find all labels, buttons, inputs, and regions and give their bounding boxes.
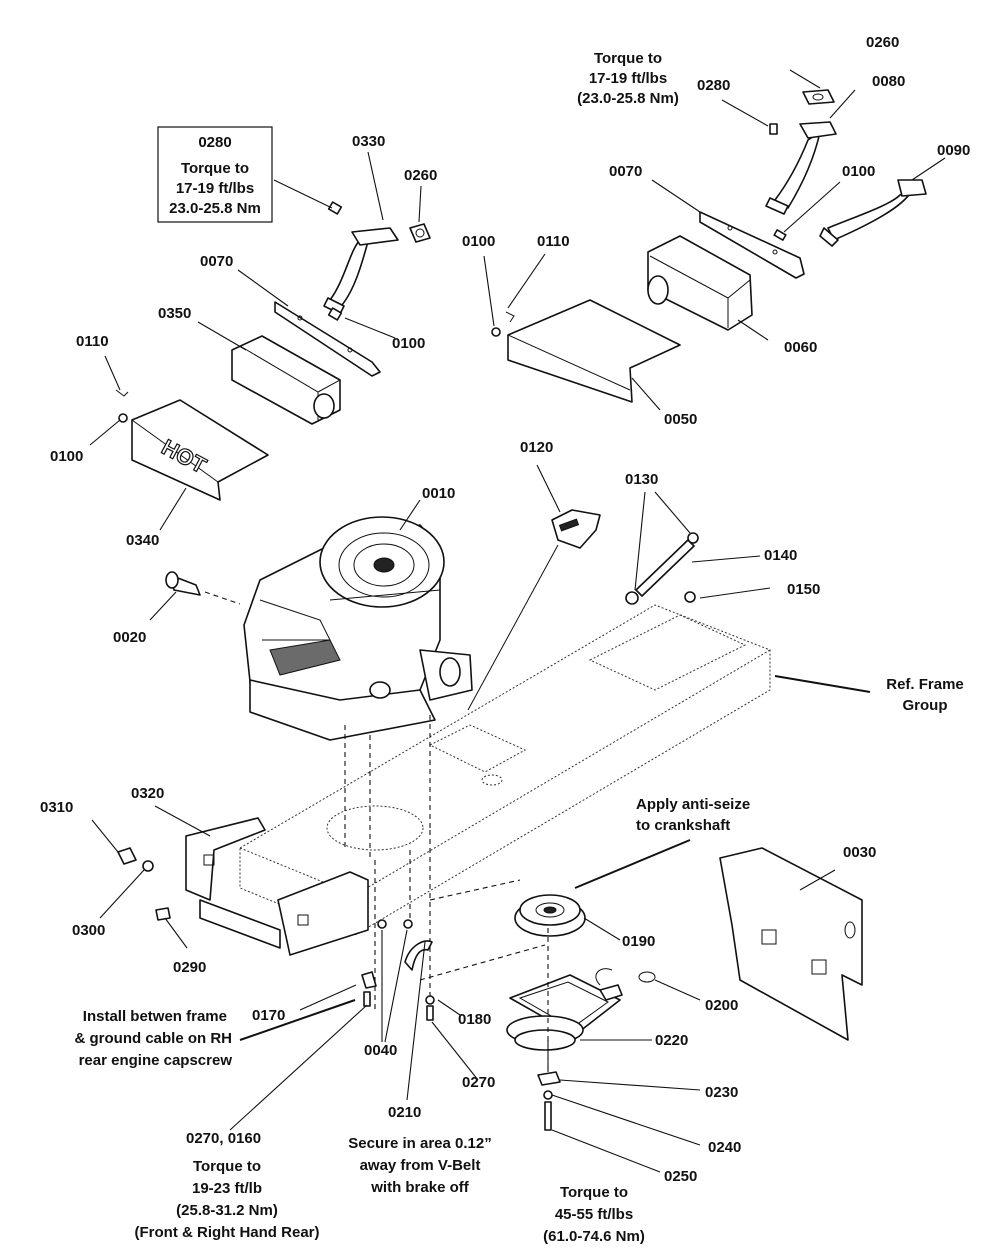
left-heat-shield: HOT xyxy=(131,399,269,501)
right-bracket xyxy=(699,211,805,279)
secure-belt-line-2: away from V-Belt xyxy=(360,1157,481,1174)
right-gasket-0260 xyxy=(802,89,835,105)
part-label-0100-right-a: 0100 xyxy=(842,163,875,180)
torque-engine-line-2: 19-23 ft/lb xyxy=(192,1180,262,1197)
engine xyxy=(243,516,473,741)
torque-note-box: 0280 Torque to 17-19 ft/lbs 23.0-25.8 Nm xyxy=(157,126,273,223)
part-label-0320: 0320 xyxy=(131,785,164,802)
annotation-notes: Torque to 17-19 ft/lbs (23.0-25.8 Nm) Re… xyxy=(75,50,964,1245)
torque-engine-line-3: (25.8-31.2 Nm) xyxy=(176,1202,278,1219)
left-bracket xyxy=(274,301,381,377)
part-label-0170: 0170 xyxy=(252,1007,285,1024)
part-label-0110-right: 0110 xyxy=(537,233,570,250)
oil-filter xyxy=(165,571,201,596)
clutch-dashes xyxy=(419,879,549,1075)
secure-belt-line-1: Secure in area 0.12” xyxy=(348,1135,491,1152)
dipstick-tube xyxy=(467,509,601,711)
part-label-0150: 0150 xyxy=(787,581,820,598)
torque-top-line-2: 17-19 ft/lbs xyxy=(589,70,667,87)
part-label-0260-top: 0260 xyxy=(866,34,899,51)
part-label-0090: 0090 xyxy=(937,142,970,159)
clutch xyxy=(506,968,623,1051)
part-label-0010: 0010 xyxy=(422,485,455,502)
lower-left-fasteners xyxy=(117,847,171,921)
part-label-0350: 0350 xyxy=(158,305,191,322)
part-label-0100-left-a: 0100 xyxy=(392,335,425,352)
part-label-0110-left: 0110 xyxy=(76,333,109,350)
torque-top-line-3: (23.0-25.8 Nm) xyxy=(577,90,679,107)
torque-clutch-line-2: 45-55 ft/lbs xyxy=(555,1206,633,1223)
anti-seize-line-2: to crankshaft xyxy=(636,817,730,834)
engine-mount-dashes xyxy=(204,591,431,1010)
clutch-washer-bolt xyxy=(537,1071,561,1131)
part-label-0310: 0310 xyxy=(40,799,73,816)
part-label-0070-right: 0070 xyxy=(609,163,642,180)
part-label-0080: 0080 xyxy=(872,73,905,90)
part-label-0190: 0190 xyxy=(622,933,655,950)
part-label-0290: 0290 xyxy=(173,959,206,976)
right-muffler xyxy=(647,235,753,331)
part-label-0060: 0060 xyxy=(784,339,817,356)
part-label-0280-top: 0280 xyxy=(697,77,730,94)
part-label-0070-left: 0070 xyxy=(200,253,233,270)
part-label-0210: 0210 xyxy=(388,1104,421,1121)
torque-clutch-line-3: (61.0-74.6 Nm) xyxy=(543,1228,645,1245)
torque-box-line-2: 17-19 ft/lbs xyxy=(176,180,254,197)
part-label-0140: 0140 xyxy=(764,547,797,564)
part-label-0020: 0020 xyxy=(113,629,146,646)
part-label-0270-mid: 0270 xyxy=(462,1074,495,1091)
left-exhaust-pipe xyxy=(323,227,399,315)
part-label-0330: 0330 xyxy=(352,133,385,150)
left-muffler xyxy=(231,335,341,425)
right-exhaust-pipe-0090 xyxy=(819,179,927,247)
part-label-0260-left: 0260 xyxy=(404,167,437,184)
left-gasket xyxy=(409,223,431,243)
left-small-fasteners xyxy=(115,201,343,423)
part-label-0230: 0230 xyxy=(705,1084,738,1101)
torque-clutch-line-1: Torque to xyxy=(560,1184,628,1201)
install-cable-line-2: & ground cable on RH xyxy=(75,1030,233,1047)
part-label-0200: 0200 xyxy=(705,997,738,1014)
front-shield xyxy=(719,847,863,1041)
frame-ref-line-1: Ref. Frame xyxy=(886,676,964,693)
right-small-fasteners xyxy=(491,123,787,337)
part-label-0240: 0240 xyxy=(708,1139,741,1156)
part-label-0250: 0250 xyxy=(664,1168,697,1185)
part-label-0050: 0050 xyxy=(664,411,697,428)
install-cable-line-3: rear engine capscrew xyxy=(79,1052,233,1069)
part-labels: 0330 0260 0070 0350 0100 0110 0100 0340 … xyxy=(40,34,970,1185)
part-label-0270-0160: 0270, 0160 xyxy=(186,1130,261,1147)
torque-box-line-3: 23.0-25.8 Nm xyxy=(169,200,261,217)
frame-ref-line-2: Group xyxy=(903,697,948,714)
pulley xyxy=(514,894,586,937)
lower-left-bracket xyxy=(185,817,369,956)
part-label-0280-box: 0280 xyxy=(198,134,231,151)
part-label-0100-right-b: 0100 xyxy=(462,233,495,250)
part-label-0180: 0180 xyxy=(458,1011,491,1028)
install-cable-line-1: Install betwen frame xyxy=(83,1008,227,1025)
secure-belt-line-3: with brake off xyxy=(370,1179,470,1196)
anti-seize-line-1: Apply anti-seize xyxy=(636,796,750,813)
part-label-0340: 0340 xyxy=(126,532,159,549)
part-label-0100-left-b: 0100 xyxy=(50,448,83,465)
right-exhaust-pipe-0080 xyxy=(765,121,837,215)
right-heat-shield xyxy=(507,299,681,403)
torque-box-line-1: Torque to xyxy=(181,160,249,177)
fuel-hose xyxy=(625,532,699,605)
torque-engine-line-4: (Front & Right Hand Rear) xyxy=(135,1224,320,1241)
part-label-0120: 0120 xyxy=(520,439,553,456)
torque-top-line-1: Torque to xyxy=(594,50,662,67)
lower-small-parts xyxy=(361,919,656,1021)
part-label-0030: 0030 xyxy=(843,844,876,861)
torque-engine-line-1: Torque to xyxy=(193,1158,261,1175)
part-label-0130: 0130 xyxy=(625,471,658,488)
part-label-0300: 0300 xyxy=(72,922,105,939)
leader-lines xyxy=(89,69,946,1173)
part-label-0040: 0040 xyxy=(364,1042,397,1059)
part-label-0220: 0220 xyxy=(655,1032,688,1049)
